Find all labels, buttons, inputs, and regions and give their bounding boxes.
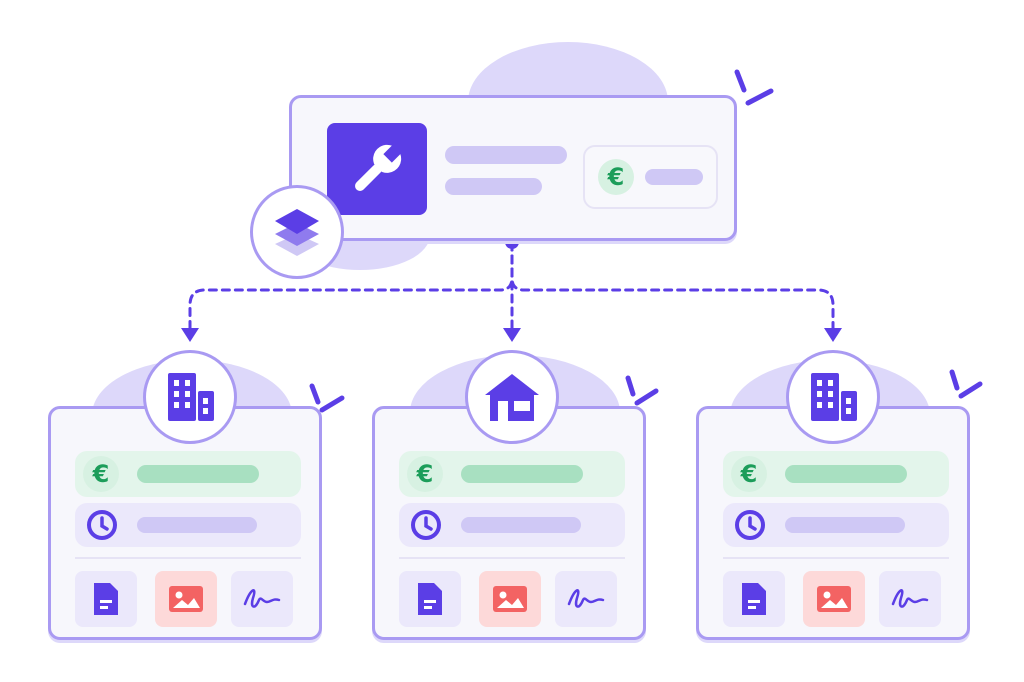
image-icon <box>167 584 205 614</box>
child-card-3: € <box>696 406 970 640</box>
house-icon <box>483 371 541 423</box>
euro-icon: € <box>407 456 443 492</box>
arrowhead-child-1 <box>181 328 199 342</box>
signature-icon <box>241 584 283 614</box>
card-divider <box>723 557 949 559</box>
time-placeholder <box>137 517 257 533</box>
root-price-box: € <box>583 145 718 209</box>
root-title-placeholder <box>445 146 567 164</box>
accent-tick-child-1b <box>319 395 345 413</box>
time-placeholder <box>461 517 581 533</box>
euro-icon: € <box>598 159 634 195</box>
euro-icon: € <box>731 456 767 492</box>
child-card-2: € <box>372 406 646 640</box>
document-attachment-tile[interactable] <box>723 571 785 627</box>
connector-to-child-3 <box>510 241 835 332</box>
clock-icon <box>408 507 444 543</box>
signature-icon <box>565 584 607 614</box>
document-icon <box>415 580 445 618</box>
root-price-placeholder <box>645 169 703 185</box>
connector-to-child-1 <box>188 241 514 332</box>
image-attachment-tile[interactable] <box>479 571 541 627</box>
office-building-icon <box>807 369 859 425</box>
image-icon <box>491 584 529 614</box>
signature-attachment-tile[interactable] <box>555 571 617 627</box>
document-attachment-tile[interactable] <box>399 571 461 627</box>
root-layers-badge <box>250 185 344 279</box>
accent-tick-child-2a <box>625 375 636 397</box>
accent-tick-root-1 <box>734 69 747 93</box>
office-building-icon <box>164 369 216 425</box>
document-icon <box>739 580 769 618</box>
wrench-icon <box>355 144 402 191</box>
layers-icon <box>275 209 319 256</box>
signature-attachment-tile[interactable] <box>231 571 293 627</box>
price-row: € <box>723 451 949 497</box>
card-divider <box>75 557 301 559</box>
signature-attachment-tile[interactable] <box>879 571 941 627</box>
child-1-type-badge <box>143 350 237 444</box>
clock-icon <box>732 507 768 543</box>
time-row <box>723 503 949 547</box>
accent-tick-root-2 <box>745 88 774 106</box>
time-row <box>75 503 301 547</box>
child-3-type-badge <box>786 350 880 444</box>
euro-icon: € <box>83 456 119 492</box>
child-2-type-badge <box>465 350 559 444</box>
clock-icon <box>84 507 120 543</box>
signature-icon <box>889 584 931 614</box>
document-attachment-tile[interactable] <box>75 571 137 627</box>
arrowhead-child-2 <box>503 328 521 342</box>
time-placeholder <box>785 517 905 533</box>
image-attachment-tile[interactable] <box>803 571 865 627</box>
card-divider <box>399 557 625 559</box>
arrowhead-child-3 <box>824 328 842 342</box>
price-placeholder <box>785 465 907 483</box>
accent-tick-child-3b <box>958 381 983 399</box>
accent-tick-child-3a <box>949 369 960 391</box>
image-icon <box>815 584 853 614</box>
accent-tick-child-2b <box>634 388 659 406</box>
price-row: € <box>75 451 301 497</box>
time-row <box>399 503 625 547</box>
price-row: € <box>399 451 625 497</box>
price-placeholder <box>137 465 259 483</box>
root-icon-tile <box>327 123 427 215</box>
price-placeholder <box>461 465 583 483</box>
document-icon <box>91 580 121 618</box>
root-service-card: € <box>289 95 737 241</box>
accent-tick-child-1a <box>309 383 321 405</box>
child-card-1: € <box>48 406 322 640</box>
image-attachment-tile[interactable] <box>155 571 217 627</box>
root-subtitle-placeholder <box>445 178 542 195</box>
